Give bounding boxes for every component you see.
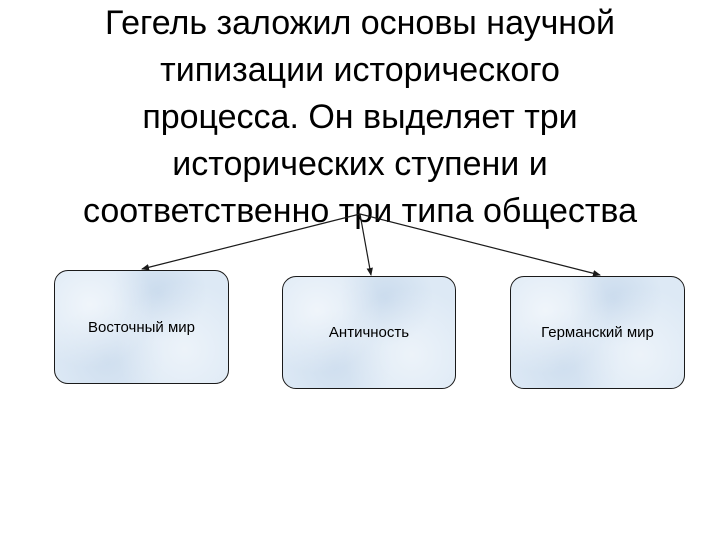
box-antiquity: Античность — [282, 276, 456, 389]
box-label-antiquity: Античность — [328, 324, 410, 341]
title-line-4: исторических ступени и — [172, 145, 548, 183]
title-line-5: соответственно три типа общества — [82, 192, 638, 230]
title-line-2: типизации исторического — [160, 51, 560, 89]
box-germanic-world: Германский мир — [510, 276, 685, 389]
box-label-germanic-world: Германский мир — [541, 324, 654, 341]
title-line-3: процесса. Он выделяет три — [142, 98, 578, 136]
slide-title: Гегель заложил основы научной типизации … — [0, 0, 720, 235]
box-eastern-world: Восточный мир — [54, 270, 229, 384]
box-label-eastern-world: Восточный мир — [87, 318, 196, 336]
title-line-1: Гегель заложил основы научной — [105, 4, 615, 42]
